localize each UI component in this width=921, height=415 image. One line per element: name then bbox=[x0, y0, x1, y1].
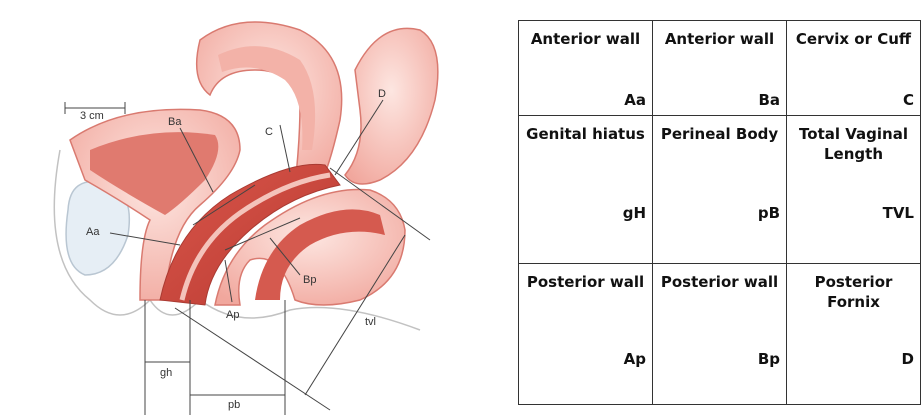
cell-title: Cervix or Cuff bbox=[787, 21, 920, 49]
label-C: C bbox=[265, 126, 273, 138]
cell-code: D bbox=[902, 350, 914, 368]
cell-genital-hiatus: Genital hiatus gH bbox=[519, 116, 653, 264]
cell-code: gH bbox=[623, 204, 646, 222]
cell-perineal-body: Perineal Body pB bbox=[653, 116, 787, 264]
posterior-organ bbox=[345, 28, 438, 184]
scale-label: 3 cm bbox=[80, 110, 104, 122]
cell-total-vaginal-length: Total Vaginal Length TVL bbox=[787, 116, 921, 264]
popq-grid: Anterior wall Aa Anterior wall Ba Cervix… bbox=[518, 20, 921, 405]
cell-title: Posterior wall bbox=[653, 264, 786, 292]
cell-posterior-wall-bp: Posterior wall Bp bbox=[653, 264, 787, 405]
label-gh: gh bbox=[160, 367, 172, 379]
cell-cervix-or-cuff: Cervix or Cuff C bbox=[787, 21, 921, 116]
cell-anterior-wall-ba: Anterior wall Ba bbox=[653, 21, 787, 116]
cell-code: Aa bbox=[624, 91, 646, 109]
cell-code: C bbox=[903, 91, 914, 109]
label-Aa: Aa bbox=[86, 226, 100, 238]
cell-posterior-fornix: Posterior Fornix D bbox=[787, 264, 921, 405]
label-Ba: Ba bbox=[168, 116, 182, 128]
label-Bp: Bp bbox=[303, 274, 316, 286]
cell-code: Bp bbox=[758, 350, 780, 368]
pelvic-anatomy-diagram: 3 cm Ba C D Aa Ap Bp tvl gh pb bbox=[0, 0, 490, 415]
cell-code: TVL bbox=[883, 204, 914, 222]
cell-code: Ap bbox=[624, 350, 646, 368]
cell-code: Ba bbox=[758, 91, 780, 109]
cell-anterior-wall-aa: Anterior wall Aa bbox=[519, 21, 653, 116]
cell-title: Posterior wall bbox=[519, 264, 652, 292]
cell-title: Genital hiatus bbox=[519, 116, 652, 144]
table-row: Genital hiatus gH Perineal Body pB Total… bbox=[519, 116, 921, 264]
cell-posterior-wall-ap: Posterior wall Ap bbox=[519, 264, 653, 405]
label-Ap: Ap bbox=[226, 309, 239, 321]
label-tvl: tvl bbox=[365, 316, 376, 328]
table-row: Posterior wall Ap Posterior wall Bp Post… bbox=[519, 264, 921, 405]
cell-title: Total Vaginal Length bbox=[787, 116, 920, 164]
table-row: Anterior wall Aa Anterior wall Ba Cervix… bbox=[519, 21, 921, 116]
cell-title: Anterior wall bbox=[519, 21, 652, 49]
cell-code: pB bbox=[758, 204, 780, 222]
label-D: D bbox=[378, 88, 386, 100]
cell-title: Posterior Fornix bbox=[787, 264, 920, 312]
cell-title: Anterior wall bbox=[653, 21, 786, 49]
cell-title: Perineal Body bbox=[653, 116, 786, 144]
label-pb: pb bbox=[228, 399, 240, 411]
